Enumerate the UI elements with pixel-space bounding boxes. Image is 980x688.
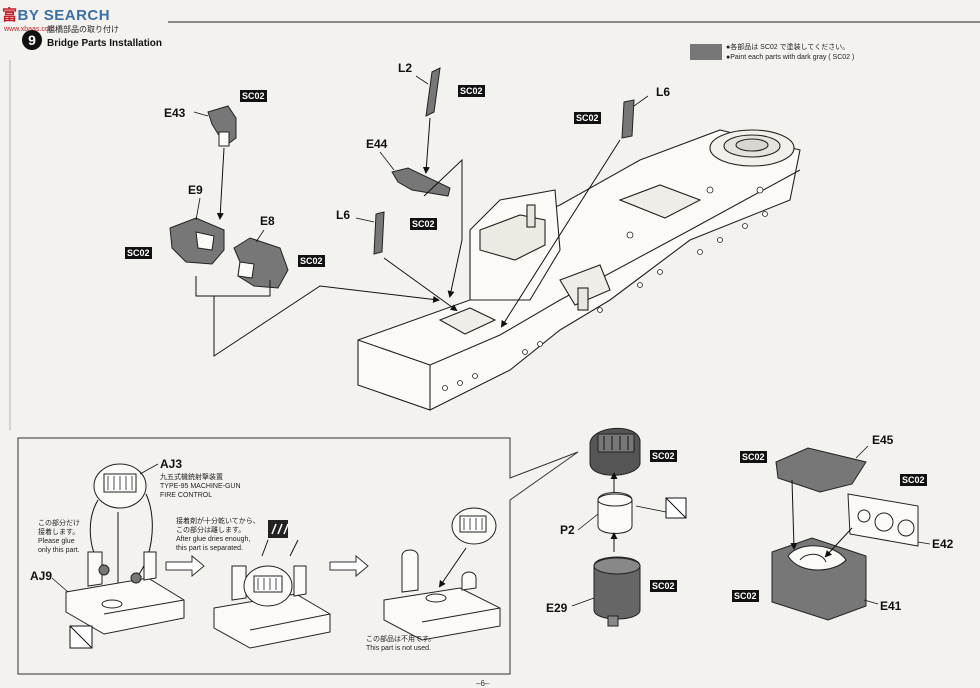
- step-arrow-2: [329, 554, 369, 578]
- part-dial-top-shape: [589, 427, 641, 476]
- sc02-tag: SC02: [240, 90, 267, 102]
- part-E29-shape: [593, 556, 641, 627]
- part-E9-shape: [169, 217, 225, 265]
- aj3-desc-en1: TYPE-95 MACHINE-GUN: [160, 483, 241, 490]
- paint-note-jp: ●各部品は SC02 で塗装してください。: [726, 44, 850, 51]
- page-number: –6–: [476, 679, 490, 688]
- part-P2-shape: [597, 492, 633, 534]
- sc02-tag: SC02: [125, 247, 152, 259]
- label-P2: P2: [560, 523, 575, 537]
- sc02-tag: SC02: [900, 474, 927, 486]
- step-title-jp: 艦橋部品の取り付け: [47, 25, 119, 34]
- part-E42-shape: [847, 493, 919, 547]
- part-AJ9-shape: [65, 551, 185, 635]
- part-AJ3-shape: [93, 463, 147, 509]
- sc02-tag: SC02: [650, 450, 677, 462]
- label-AJ9: AJ9: [30, 569, 53, 583]
- sc02-tag: SC02: [740, 451, 767, 463]
- not-used-note-en: This part is not used.: [366, 645, 431, 652]
- glue-note-en2: only this part.: [38, 547, 80, 554]
- glue-note-jp1: この部分だけ: [38, 520, 80, 527]
- sc02-tag: SC02: [574, 112, 601, 124]
- glue-note-en1: Please glue: [38, 538, 75, 545]
- not-used-note-jp: この部品は不用です。: [366, 636, 436, 643]
- glue-note-jp2: 接着します。: [38, 529, 80, 536]
- paint-note-en: ●Paint each parts with dark gray ( SC02 …: [726, 54, 855, 61]
- part-L2-shape: [425, 67, 441, 117]
- separate-note-jp1: 接着剤が十分乾いてから、: [176, 518, 260, 525]
- stage-2-assembly: [213, 565, 331, 649]
- step-title-en: Bridge Parts Installation: [47, 38, 163, 49]
- label-L6-mid: L6: [336, 208, 351, 222]
- part-E45-shape: [775, 447, 867, 493]
- not-used-mark-2: [665, 497, 687, 519]
- step-arrow-1: [165, 554, 205, 578]
- separate-note-en2: this part is separated.: [176, 545, 243, 552]
- watermark-suffix: BY SEARCH: [17, 7, 111, 24]
- not-used-mark: [69, 625, 93, 649]
- label-E44: E44: [366, 137, 388, 151]
- part-E44-shape: [391, 167, 451, 197]
- stage-3-assembly: [383, 507, 501, 641]
- aj3-desc-en2: FIRE CONTROL: [160, 492, 213, 499]
- glue-icon: [268, 520, 288, 538]
- step-number: 9: [22, 30, 42, 50]
- part-E8-shape: [233, 237, 289, 289]
- separate-note-en1: After glue dries enough,: [176, 536, 251, 543]
- sc02-tag: SC02: [650, 580, 677, 592]
- aj3-desc-jp: 九五式機銃射撃装置: [160, 474, 223, 481]
- label-E9: E9: [188, 183, 203, 197]
- watermark-prefix: 富: [2, 7, 18, 24]
- paint-swatch: [690, 44, 722, 60]
- label-E8: E8: [260, 214, 275, 228]
- sc02-tag: SC02: [732, 590, 759, 602]
- sc02-tag: SC02: [298, 255, 325, 267]
- part-L6-top-shape: [621, 99, 635, 139]
- aj3-inset-box: [17, 437, 579, 675]
- bridge-hull: [357, 129, 801, 411]
- sc02-tag: SC02: [458, 85, 485, 97]
- label-E29: E29: [546, 601, 568, 615]
- part-E43-shape: [207, 105, 237, 147]
- label-E45: E45: [872, 433, 894, 447]
- sc02-tag: SC02: [410, 218, 437, 230]
- part-L6-mid-shape: [373, 211, 385, 255]
- label-E41: E41: [880, 599, 902, 613]
- part-E41-shape: [771, 537, 867, 621]
- label-E43: E43: [164, 106, 186, 120]
- label-L2: L2: [398, 61, 413, 75]
- separate-note-jp2: この部分は離します。: [176, 527, 246, 534]
- label-AJ3: AJ3: [160, 457, 183, 471]
- label-E42: E42: [932, 537, 954, 551]
- label-L6-top: L6: [656, 85, 671, 99]
- watermark-url: www.xbaas.com: [4, 26, 55, 33]
- watermark-brand: 富BY SEARCH: [2, 4, 110, 25]
